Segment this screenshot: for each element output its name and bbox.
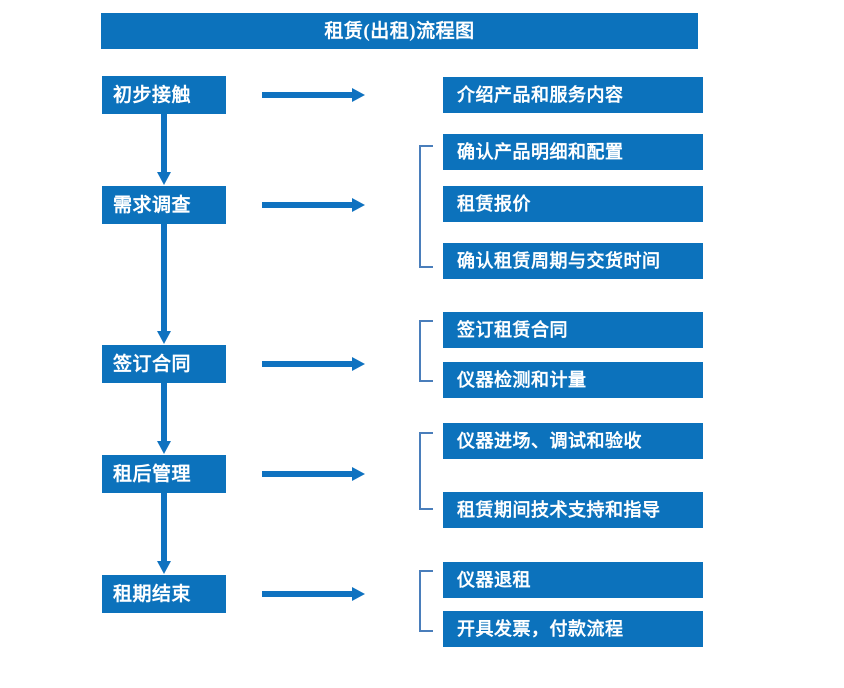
page-title: 租赁(出租)流程图: [101, 13, 698, 49]
group-bracket-requirement-survey: [419, 145, 433, 268]
down-arrow-icon-management-to-end: [157, 493, 171, 575]
detail-box-confirm-rental-period[interactable]: 确认租赁周期与交货时间: [443, 243, 703, 279]
detail-box-instrument-return[interactable]: 仪器退租: [443, 562, 703, 598]
right-arrow-icon-stage-1: [262, 88, 366, 102]
right-arrow-icon-stage-5: [262, 587, 366, 601]
stage-box-rental-end[interactable]: 租期结束: [102, 575, 226, 613]
detail-box-instrument-delivery-commissioning[interactable]: 仪器进场、调试和验收: [443, 423, 703, 459]
detail-box-instrument-inspection[interactable]: 仪器检测和计量: [443, 362, 703, 398]
detail-box-confirm-product-spec[interactable]: 确认产品明细和配置: [443, 134, 703, 170]
detail-box-rental-quotation[interactable]: 租赁报价: [443, 186, 703, 222]
group-bracket-sign-contract: [419, 320, 433, 382]
stage-box-sign-contract[interactable]: 签订合同: [102, 345, 226, 383]
down-arrow-icon-contract-to-management: [157, 383, 171, 455]
right-arrow-icon-stage-2: [262, 198, 366, 212]
stage-box-requirement-survey[interactable]: 需求调查: [102, 186, 226, 224]
detail-box-introduce-products[interactable]: 介绍产品和服务内容: [443, 77, 703, 113]
down-arrow-icon-contact-to-survey: [157, 114, 171, 186]
detail-box-technical-support[interactable]: 租赁期间技术支持和指导: [443, 492, 703, 528]
right-arrow-icon-stage-4: [262, 467, 366, 481]
right-arrow-icon-stage-3: [262, 357, 366, 371]
stage-box-post-rental-management[interactable]: 租后管理: [102, 455, 226, 493]
down-arrow-icon-survey-to-contract: [157, 224, 171, 345]
detail-box-sign-rental-contract[interactable]: 签订租赁合同: [443, 312, 703, 348]
detail-box-invoice-payment[interactable]: 开具发票，付款流程: [443, 611, 703, 647]
stage-box-initial-contact[interactable]: 初步接触: [102, 76, 226, 114]
group-bracket-rental-end: [419, 570, 433, 632]
group-bracket-post-rental-management: [419, 432, 433, 510]
